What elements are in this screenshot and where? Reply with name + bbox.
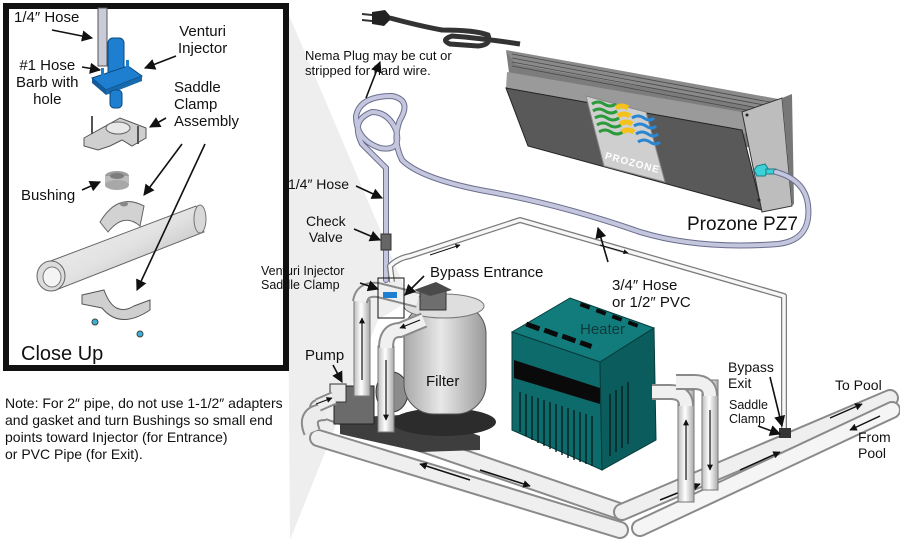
prozone-unit: [505, 50, 794, 213]
label-prozone-pz7: Prozone PZ7: [687, 214, 798, 235]
installation-note: Note: For 2″ pipe, do not use 1-1/2″ ada…: [5, 395, 283, 463]
heater: [510, 297, 657, 471]
label-filter: Filter: [426, 373, 460, 390]
label-hose-pvc: 3/4″ Hose or 1/2″ PVC: [612, 277, 691, 311]
inset-pipe: [36, 201, 207, 292]
inset-hose: [97, 7, 108, 67]
inset-label-venturi-injector: Venturi Injector: [178, 23, 228, 57]
label-nema-plug: Nema Plug may be cut or stripped for har…: [305, 48, 452, 78]
label-to-pool: To Pool: [835, 377, 882, 393]
filter-plumbing: [352, 277, 428, 433]
callout-arrows: [332, 60, 786, 436]
label-bypass-entrance: Bypass Entrance: [430, 264, 544, 281]
check-valve: [380, 233, 392, 251]
power-cord: [361, 10, 521, 49]
label-bypass-exit: Bypass Exit: [728, 359, 774, 391]
heater-plumbing: [652, 374, 719, 503]
inset-label-bushing: Bushing: [21, 187, 76, 204]
inset-label-hose-barb: #1 Hose Barb with hole: [16, 57, 79, 108]
label-saddle-clamp: Saddle Clamp: [729, 398, 768, 426]
inset-bushing: [105, 171, 129, 190]
venturi-saddle-clamp-box: [377, 277, 405, 319]
inset-label-hose: 1/4″ Hose: [14, 9, 80, 26]
filter-tank: [392, 282, 496, 436]
inset-venturi-injector: [91, 37, 144, 109]
inset-saddle-top: [83, 116, 147, 151]
label-venturi-saddle-clamp: Venturi Injector Saddle Clamp: [261, 264, 345, 292]
label-quarter-hose: 1/4″ Hose: [288, 176, 349, 192]
inset-label-saddle-clamp: Saddle Clamp Assembly: [174, 79, 240, 130]
closeup-inset: [3, 3, 289, 371]
label-check-valve: Check Valve: [306, 213, 346, 245]
inset-saddle-bottom: [81, 289, 151, 338]
inset-caption-close-up: Close Up: [21, 343, 104, 365]
prozone-logo: [585, 95, 666, 183]
bypass-exit-saddle-clamp: [779, 428, 791, 438]
label-pump: Pump: [305, 347, 345, 364]
label-from-pool: From Pool: [858, 429, 891, 461]
label-heater: Heater: [580, 321, 626, 338]
